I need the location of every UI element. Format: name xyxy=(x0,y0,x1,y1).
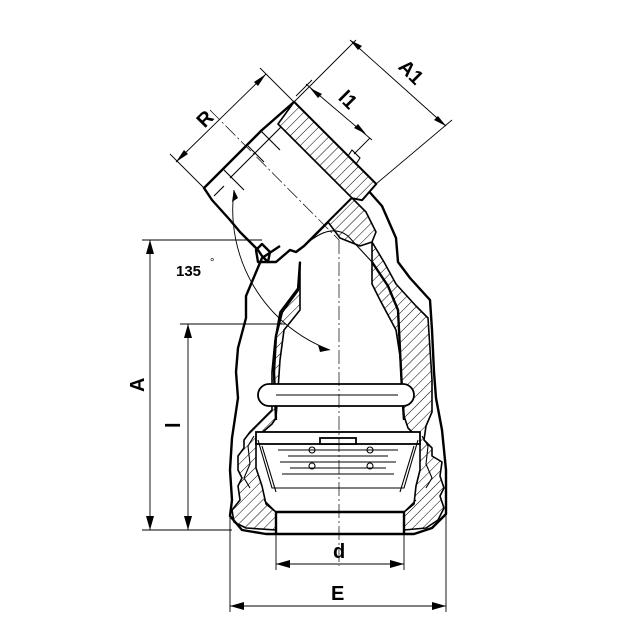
dimension-l-label: l xyxy=(163,422,185,428)
angle-value: 135 xyxy=(176,263,201,280)
collet xyxy=(243,431,433,493)
center-lines xyxy=(209,109,340,566)
dimension-l1-label: l1 xyxy=(334,87,361,114)
branch-elbow-wall xyxy=(327,197,377,247)
dimension-A: A xyxy=(127,239,262,531)
dimension-E-label: E xyxy=(331,583,344,605)
angled-branch xyxy=(202,100,378,264)
dimension-l: l xyxy=(163,323,286,531)
bottom-opening xyxy=(274,510,406,534)
branch-outline xyxy=(202,100,378,264)
branch-wall xyxy=(277,101,377,201)
dimension-A-label: A xyxy=(127,378,149,392)
angle-indicator: 135 ° xyxy=(176,189,331,352)
dimension-A1-label: A1 xyxy=(394,56,428,90)
dimension-d: d xyxy=(275,534,405,570)
dimension-E: E xyxy=(229,514,447,612)
body-outline xyxy=(228,171,448,536)
dimension-d-label: d xyxy=(333,541,345,563)
dimension-R: R xyxy=(169,67,295,189)
angle-unit: ° xyxy=(210,257,214,269)
dimension-R-label: R xyxy=(193,106,219,132)
branch-notch xyxy=(254,242,272,264)
